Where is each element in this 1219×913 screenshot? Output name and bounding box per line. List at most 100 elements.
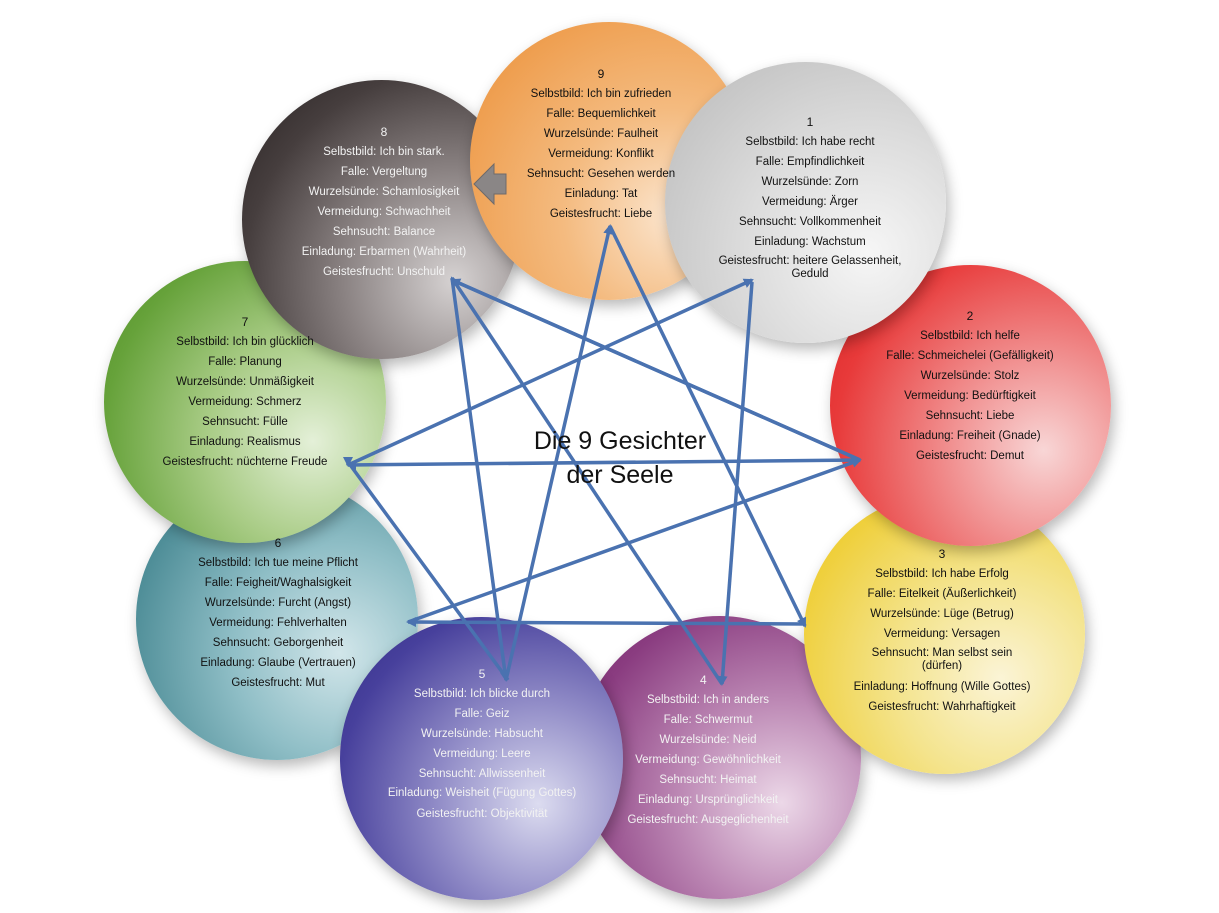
arrow-line xyxy=(717,281,754,686)
arrow-line xyxy=(608,225,807,628)
wurzelsuende: Wurzelsünde: Furcht (Angst) xyxy=(204,597,352,609)
selbstbild: Selbstbild: Ich habe recht xyxy=(745,136,875,148)
diagram-title: Die 9 Gesichter der Seele xyxy=(500,424,740,492)
wurzelsuende: Wurzelsünde: Zorn xyxy=(761,176,859,188)
sehnsucht: Sehnsucht: Geborgenheit xyxy=(212,637,344,649)
circle-text-6: 6 Selbstbild: Ich tue meine Pflicht Fall… xyxy=(158,533,398,693)
circle-text-2: 2 Selbstbild: Ich helfe Falle: Schmeiche… xyxy=(850,306,1090,466)
type-number: 9 xyxy=(597,67,605,81)
vermeidung: Vermeidung: Leere xyxy=(433,748,531,760)
wurzelsuende: Wurzelsünde: Lüge (Betrug) xyxy=(870,608,1014,620)
arrow-line xyxy=(450,277,510,682)
type-number: 2 xyxy=(966,309,974,323)
type-number: 8 xyxy=(380,125,388,139)
vermeidung: Vermeidung: Ärger xyxy=(762,196,858,208)
circle-type-5 xyxy=(340,617,623,900)
geistesfrucht: Geistesfrucht: nüchterne Freude xyxy=(162,456,328,468)
einladung: Einladung: Freiheit (Gnade) xyxy=(899,430,1041,442)
wurzelsuende: Wurzelsünde: Schamlosigkeit xyxy=(308,186,460,198)
circle-text-4: 4 0 Selbstbild: Ich in anders Falle: Sch… xyxy=(588,670,828,830)
wurzelsuende: Wurzelsünde: Faulheit xyxy=(543,128,659,140)
geistesfrucht: Geistesfrucht: Demut xyxy=(915,450,1024,462)
wurzelsuende: Wurzelsünde: Unmäßigkeit xyxy=(176,376,314,388)
type-number: 4 xyxy=(700,673,707,687)
einladung: Einladung: Weisheit (Fügung Gottes) xyxy=(387,787,577,799)
vermeidung: Vermeidung: Schmerz xyxy=(188,396,302,408)
arrow-line xyxy=(346,460,510,682)
circle-text-5: 5 Selbstbild: Ich blicke durch Falle: Ge… xyxy=(362,664,602,824)
falle: Falle: Empfindlichkeit xyxy=(755,156,865,168)
einladung: Einladung: Ursprünglichkeit xyxy=(638,794,778,806)
sehnsucht: Sehnsucht: Gesehen werden xyxy=(526,168,676,180)
arrow-line xyxy=(407,457,862,624)
einladung: Einladung: Wachstum xyxy=(754,236,866,248)
geistesfrucht: Geistesfrucht: Wahrhaftigkeit xyxy=(868,701,1016,713)
geistesfrucht: Geistesfrucht: Ausgeglichenheit xyxy=(627,814,789,826)
selbstbild: Selbstbild: Ich blicke durch xyxy=(413,688,551,700)
vermeidung: Vermeidung: Konflikt xyxy=(548,148,654,160)
selbstbild: Selbstbild: Ich bin glücklich xyxy=(176,336,314,348)
sehnsucht: Sehnsucht: Heimat xyxy=(659,774,757,786)
falle: Falle: Geiz xyxy=(454,708,510,720)
falle: Falle: Schmeichelei (Gefälligkeit) xyxy=(886,350,1054,362)
wurzelsuende: Wurzelsünde: Habsucht xyxy=(421,728,543,740)
selbstbild: Selbstbild: Ich helfe xyxy=(920,330,1020,342)
vermeidung: Vermeidung: Versagen xyxy=(883,628,1001,640)
geistesfrucht: Geistesfrucht: heitere Gelassenheit, Ged… xyxy=(718,255,902,280)
type-number: 1 xyxy=(806,115,814,129)
circle-text-9: 9 Selbstbild: Ich bin zufrieden Falle: B… xyxy=(481,64,721,224)
selbstbild: Selbstbild: Ich bin zufrieden xyxy=(530,88,672,100)
selbstbild: Selbstbild: Ich habe Erfolg xyxy=(875,568,1009,580)
falle: Falle: Schwermut xyxy=(663,714,753,726)
grey-arrow-icon xyxy=(473,162,507,206)
geistesfrucht: Geistesfrucht: Unschuld xyxy=(322,266,446,278)
title-line-2: der Seele xyxy=(566,461,674,489)
einladung: Einladung: Glaube (Vertrauen) xyxy=(200,657,356,669)
falle: Falle: Planung xyxy=(208,356,282,368)
sehnsucht: Sehnsucht: Vollkommenheit xyxy=(739,216,881,228)
sehnsucht: Sehnsucht: Liebe xyxy=(925,410,1015,422)
type-number: 7 xyxy=(241,315,249,329)
vermeidung: Vermeidung: Gewöhnlichkeit xyxy=(635,754,781,766)
type-number: 5 xyxy=(478,667,486,681)
sehnsucht: Sehnsucht: Balance xyxy=(332,226,436,238)
geistesfrucht: Geistesfrucht: Mut xyxy=(231,677,325,689)
wurzelsuende: Wurzelsünde: Stolz xyxy=(920,370,1020,382)
vermeidung: Vermeidung: Bedürftigkeit xyxy=(904,390,1036,402)
sehnsucht: Sehnsucht: Allwissenheit xyxy=(418,768,546,780)
arrow-line xyxy=(504,224,614,681)
einladung: Einladung: Hoffnung (Wille Gottes) xyxy=(853,681,1031,693)
selbstbild: Selbstbild: Ich bin stark. xyxy=(323,146,445,158)
selbstbild: Selbstbild: Ich in anders xyxy=(646,694,770,706)
circle-text-1: 1 Selbstbild: Ich habe recht Falle: Empf… xyxy=(690,112,930,285)
falle: Falle: Eitelkeit (Äußerlichkeit) xyxy=(867,588,1017,600)
circle-text-3: 3 Selbstbild: Ich habe Erfolg Falle: Eit… xyxy=(822,544,1062,717)
circle-text-7: 7 Selbstbild: Ich bin glücklich Falle: P… xyxy=(125,312,365,472)
einladung: Einladung: Tat xyxy=(564,188,638,200)
type-number: 3 xyxy=(938,547,946,561)
circle-type-1 xyxy=(665,62,946,343)
einladung: Einladung: Erbarmen (Wahrheit) xyxy=(301,246,467,258)
vermeidung: Vermeidung: Fehlverhalten xyxy=(209,617,347,629)
sehnsucht: Sehnsucht: Fülle xyxy=(202,416,288,428)
arrow-line xyxy=(450,278,861,462)
arrow-line xyxy=(406,617,806,628)
falle: Falle: Bequemlichkeit xyxy=(546,108,656,120)
wurzelsuende: Wurzelsünde: Neid xyxy=(659,734,757,746)
selbstbild: Selbstbild: Ich tue meine Pflicht xyxy=(198,557,358,569)
title-line-1: Die 9 Gesichter xyxy=(533,427,707,455)
einladung: Einladung: Realismus xyxy=(189,436,301,448)
circle-text-8: 8 Selbstbild: Ich bin stark. Falle: Verg… xyxy=(264,122,504,282)
arrow-line xyxy=(346,458,861,470)
geistesfrucht: Geistesfrucht: Objektivität xyxy=(416,808,548,820)
arrow-line xyxy=(450,276,724,685)
falle: Falle: Feigheit/Waghalsigkeit xyxy=(204,577,352,589)
geistesfrucht: Geistesfrucht: Liebe xyxy=(549,208,653,220)
type-number: 6 xyxy=(274,536,282,550)
sehnsucht: Sehnsucht: Man selbst sein (dürfen) xyxy=(871,647,1013,672)
arrow-line xyxy=(347,278,754,467)
vermeidung: Vermeidung: Schwachheit xyxy=(317,206,451,218)
falle: Falle: Vergeltung xyxy=(340,166,428,178)
